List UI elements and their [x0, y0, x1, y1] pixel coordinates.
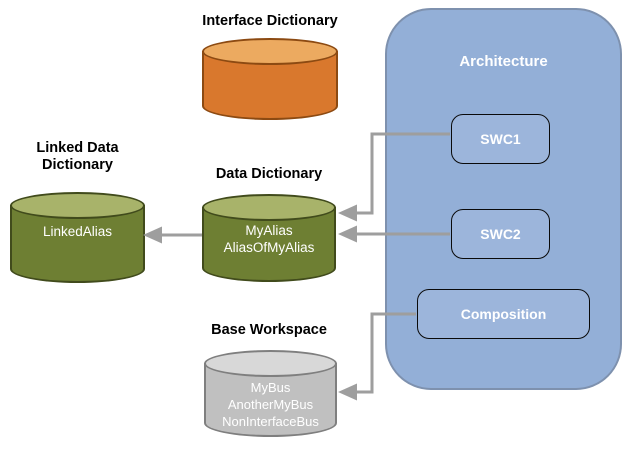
linked-data-dictionary-label: Linked Data Dictionary — [36, 140, 119, 173]
linked-data-dictionary-cylinder: LinkedAlias — [10, 192, 145, 283]
interface-dictionary-label: Interface Dictionary — [202, 13, 338, 29]
bus-item: MyBus — [250, 380, 291, 395]
data-dictionary-cylinder: MyAlias AliasOfMyAlias — [202, 194, 336, 282]
alias-item: MyAlias — [245, 223, 293, 238]
architecture-title: Architecture — [459, 53, 548, 70]
cylinder-items: LinkedAlias — [10, 223, 145, 240]
interface-dictionary-cylinder — [202, 38, 338, 120]
architecture-container: Architecture SWC1 SWC2 Composition — [385, 8, 622, 390]
base-workspace-cylinder: MyBus AnotherMyBus NonInterfaceBus — [204, 350, 337, 437]
cylinder-top-icon — [10, 192, 145, 219]
arrowhead-icon — [338, 225, 357, 243]
arrowhead-icon — [338, 383, 357, 401]
cylinder-top-icon — [202, 38, 338, 65]
arrowhead-icon — [338, 204, 357, 222]
bus-item: AnotherMyBus — [227, 397, 314, 412]
bus-item: NonInterfaceBus — [222, 414, 319, 429]
cylinder-items: MyAlias AliasOfMyAlias — [202, 222, 336, 256]
swc2-box: SWC2 — [451, 209, 550, 259]
cylinder-items: MyBus AnotherMyBus NonInterfaceBus — [204, 379, 337, 430]
swc1-label: SWC1 — [480, 131, 521, 147]
base-workspace-label: Base Workspace — [211, 322, 327, 338]
swc2-label: SWC2 — [480, 226, 521, 242]
data-dictionary-label: Data Dictionary — [215, 166, 323, 182]
alias-item: LinkedAlias — [42, 224, 113, 239]
composition-box: Composition — [417, 289, 590, 339]
composition-label: Composition — [460, 306, 547, 322]
arrowhead-icon — [143, 226, 162, 244]
swc1-box: SWC1 — [451, 114, 550, 164]
alias-item: AliasOfMyAlias — [223, 240, 315, 255]
cylinder-top-icon — [202, 194, 336, 221]
cylinder-top-icon — [204, 350, 337, 377]
